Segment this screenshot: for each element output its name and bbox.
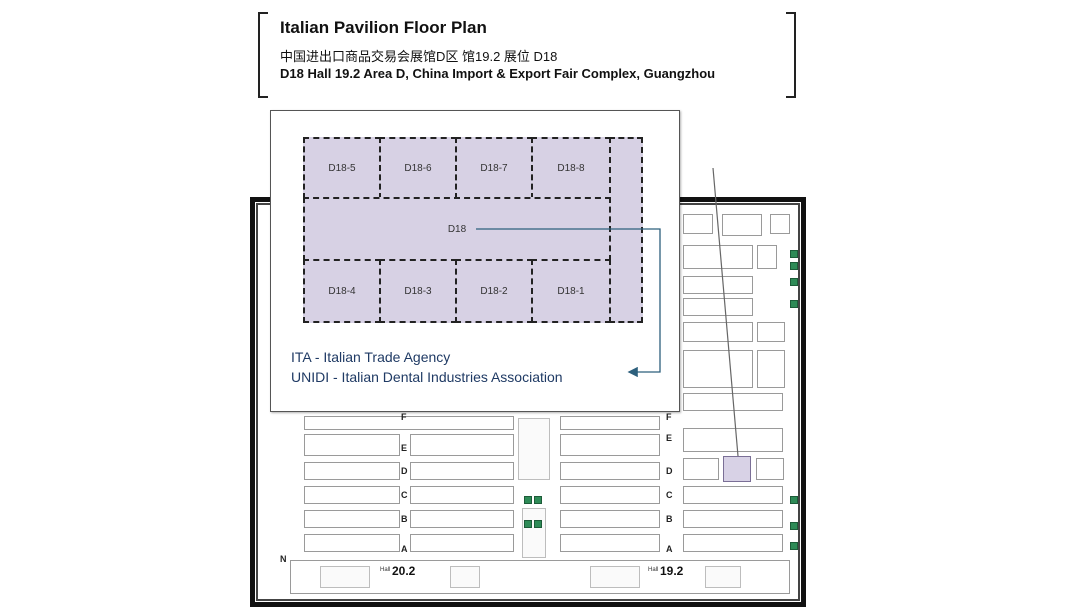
green-marker-icon (790, 496, 798, 504)
booth-block (683, 245, 753, 269)
booth-row-e (560, 434, 660, 456)
booth-row-b (683, 510, 783, 528)
booth-d18-6[interactable]: D18-6 (379, 137, 457, 199)
row-letter-right: A (666, 544, 673, 554)
row-letter-right: D (666, 466, 673, 476)
green-marker-icon (524, 520, 532, 528)
zoom-inset: D18-5 D18-6 D18-7 D18-8 D18 D18-4 D18-3 … (270, 110, 680, 412)
green-marker-icon (790, 278, 798, 286)
green-marker-icon (790, 542, 798, 550)
booth-row-c (560, 486, 660, 504)
booth-row-d (683, 458, 719, 480)
booth-row-c (410, 486, 514, 504)
booth-block (683, 298, 753, 316)
green-marker-icon (534, 496, 542, 504)
booth-row-a (304, 534, 400, 552)
aisle-block (522, 508, 546, 558)
row-letter-right: F (666, 412, 672, 422)
booth-block (757, 245, 777, 269)
hall-word-right: Hall (648, 567, 659, 573)
row-letter-right: B (666, 514, 673, 524)
green-marker-icon (790, 522, 798, 530)
row-letter-right: C (666, 490, 673, 500)
booth-block (683, 322, 753, 342)
booth-block (757, 322, 785, 342)
hall-number-right: 19.2 (660, 564, 684, 578)
subtitle-chinese: 中国进出口商品交易会展馆D区 馆19.2 展位 D18 (280, 49, 558, 64)
zoom-booth-grid: D18-5 D18-6 D18-7 D18-8 D18 D18-4 D18-3 … (303, 137, 643, 323)
legend-ita: ITA - Italian Trade Agency (291, 349, 451, 365)
italian-pavilion-booth[interactable] (723, 456, 751, 482)
row-letter-left: D (401, 466, 408, 476)
booth-row-d (560, 462, 660, 480)
title-box: Italian Pavilion Floor Plan 中国进出口商品交易会展馆… (258, 12, 796, 98)
booth-block (722, 214, 762, 236)
entrance-block-left (450, 566, 480, 588)
booth-block (757, 350, 785, 388)
page-title: Italian Pavilion Floor Plan (280, 18, 487, 37)
row-letter-left: F (401, 412, 407, 422)
booth-block (683, 276, 753, 294)
booth-row-c (683, 486, 783, 504)
green-marker-icon (790, 300, 798, 308)
row-letter-left: C (401, 490, 408, 500)
booth-d18-7[interactable]: D18-7 (455, 137, 533, 199)
row-letter-left: E (401, 443, 408, 453)
booth-d18-5[interactable]: D18-5 (303, 137, 381, 199)
booth-d18-3[interactable]: D18-3 (379, 259, 457, 323)
booth-d18-corner (609, 137, 643, 323)
booth-row-d (410, 462, 514, 480)
hall-number-left: 20.2 (392, 564, 416, 578)
row-letter-right: E (666, 433, 673, 443)
booth-d18-8[interactable]: D18-8 (531, 137, 611, 199)
booth-row-b (560, 510, 660, 528)
hall-word-left: Hall (380, 567, 391, 573)
booth-block (683, 214, 713, 234)
entrance-block-right (705, 566, 741, 588)
right-bracket (786, 12, 796, 98)
booth-block (683, 350, 753, 388)
left-bracket (258, 12, 268, 98)
booth-row-c (304, 486, 400, 504)
booth-d18-1[interactable]: D18-1 (531, 259, 611, 323)
legend-unidi: UNIDI - Italian Dental Industries Associ… (291, 369, 563, 385)
entrance-block-right (590, 566, 640, 588)
booth-row-e (410, 434, 514, 456)
subtitle-english: D18 Hall 19.2 Area D, China Import & Exp… (280, 66, 716, 81)
booth-row-e (683, 428, 783, 452)
row-letter-left: B (401, 514, 408, 524)
booth-row-a (560, 534, 660, 552)
booth-d18[interactable]: D18 (303, 197, 611, 261)
booth-row-b (410, 510, 514, 528)
green-marker-icon (534, 520, 542, 528)
green-marker-icon (524, 496, 532, 504)
booth-row-f (304, 416, 514, 430)
row-letter-left: N (280, 554, 287, 564)
booth-row-b (304, 510, 400, 528)
booth-row-a (410, 534, 514, 552)
green-marker-icon (790, 250, 798, 258)
booth-row-a (683, 534, 783, 552)
booth-block (770, 214, 790, 234)
booth-row-d (304, 462, 400, 480)
booth-row-d (756, 458, 784, 480)
booth-d18-4[interactable]: D18-4 (303, 259, 381, 323)
entrance-block-left (320, 566, 370, 588)
row-letter-left: A (401, 544, 408, 554)
booth-row-e (304, 434, 400, 456)
booth-row-f (560, 416, 660, 430)
booth-block (683, 393, 783, 411)
green-marker-icon (790, 262, 798, 270)
booth-d18-2[interactable]: D18-2 (455, 259, 533, 323)
aisle-block (518, 418, 550, 480)
